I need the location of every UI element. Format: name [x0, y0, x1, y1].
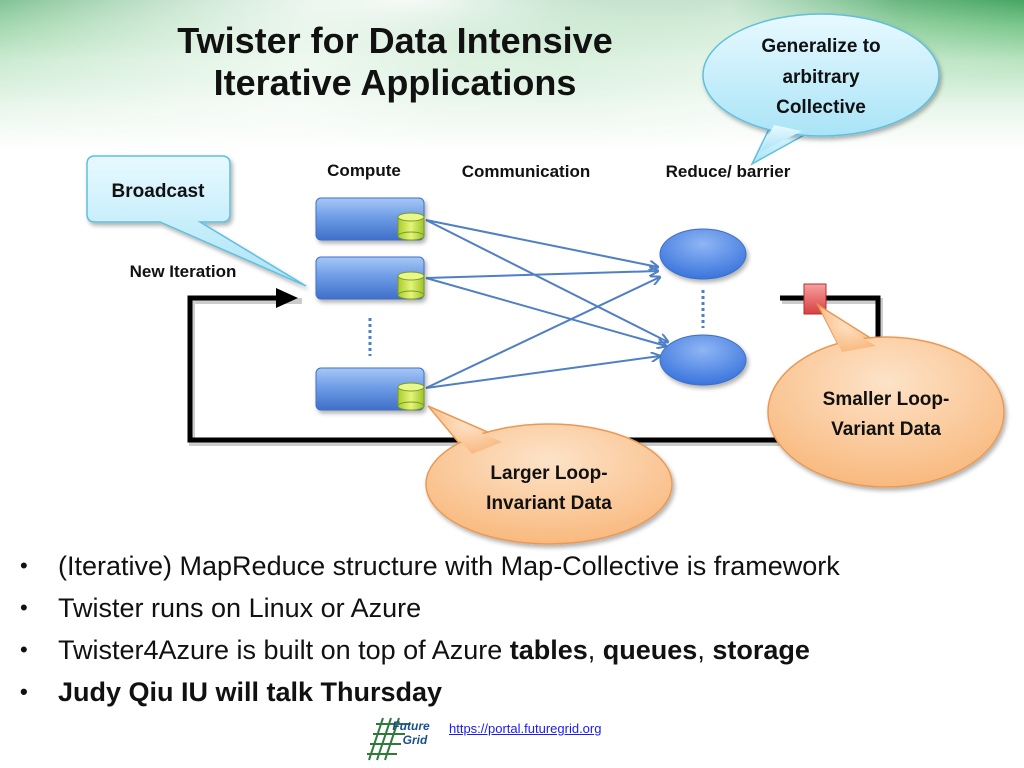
bullet-separator: ,	[697, 635, 713, 665]
bullet-text: (Iterative) MapReduce structure with Map…	[58, 551, 840, 581]
bullet-text: Twister runs on Linux or Azure	[58, 593, 422, 623]
bullet-keyword-storage: storage	[712, 635, 810, 665]
larger-loop-invariant-callout: Larger Loop- Invariant Data	[425, 405, 673, 545]
communication-arrows	[425, 219, 668, 389]
grid-icon	[367, 717, 409, 761]
title-line-2: Iterative Applications	[213, 62, 577, 103]
bullet-dot: •	[20, 637, 28, 662]
reduce-node-2	[659, 334, 747, 386]
larger-line-2: Invariant Data	[486, 493, 612, 514]
data-cylinder-icon	[397, 271, 425, 300]
data-cylinder-icon	[397, 212, 425, 241]
arrow-map1-reduce1	[425, 219, 658, 267]
generalize-line-1: Generalize to	[761, 36, 880, 57]
bullet-text-prefix: Twister4Azure is built on top of Azure	[58, 635, 510, 665]
reduce-node-1	[659, 228, 747, 280]
broadcast-callout: Broadcast	[86, 155, 307, 287]
label-communication: Communication	[462, 162, 590, 181]
slide-title: Twister for Data Intensive Iterative App…	[120, 20, 670, 104]
bullet-dot: •	[20, 595, 28, 620]
arrow-map3-reduce2	[425, 356, 660, 389]
bullet-item: • (Iterative) MapReduce structure with M…	[18, 545, 1024, 587]
data-cylinder-icon	[397, 382, 425, 411]
arrow-map3-reduce1	[425, 277, 660, 389]
loop-arrowhead	[276, 288, 298, 308]
generalize-line-2: arbitrary	[782, 67, 860, 88]
bullet-dot: •	[20, 679, 28, 704]
smaller-line-1: Smaller Loop-	[823, 389, 950, 410]
portal-link[interactable]: https://portal.futuregrid.org	[449, 721, 602, 736]
title-line-1: Twister for Data Intensive	[177, 20, 613, 61]
smaller-loop-variant-callout: Smaller Loop- Variant Data	[767, 302, 1005, 488]
bullet-item: • Twister4Azure is built on top of Azure…	[18, 629, 1024, 671]
generalize-callout: Generalize to arbitrary Collective	[702, 13, 940, 166]
logo-text-grid: Grid	[403, 733, 428, 747]
broadcast-callout-text: Broadcast	[112, 181, 206, 202]
arrow-map1-reduce2	[425, 219, 668, 342]
bullet-item: • Twister runs on Linux or Azure	[18, 587, 1024, 629]
bullet-item: • Judy Qiu IU will talk Thursday	[18, 671, 1024, 713]
bullet-separator: ,	[587, 635, 603, 665]
bullet-keyword-queues: queues	[602, 635, 698, 665]
arrow-map2-reduce1	[425, 271, 658, 279]
bullet-list: • (Iterative) MapReduce structure with M…	[18, 545, 1024, 713]
compute-task-1	[315, 197, 425, 241]
logo-text-future: Future	[392, 719, 430, 733]
label-compute: Compute	[327, 161, 401, 180]
smaller-line-2: Variant Data	[831, 419, 941, 440]
bullet-text: Judy Qiu IU will talk Thursday	[58, 677, 443, 707]
bullet-keyword-tables: tables	[509, 635, 588, 665]
generalize-line-3: Collective	[776, 97, 866, 118]
compute-task-2	[315, 256, 425, 300]
bullet-dot: •	[20, 553, 28, 578]
twister-diagram: Compute Communication Reduce/ barrier Ne…	[86, 13, 1005, 545]
futuregrid-logo: Future Grid	[367, 717, 430, 761]
compute-task-3	[315, 367, 425, 411]
larger-line-1: Larger Loop-	[490, 463, 607, 484]
arrow-map2-reduce2	[425, 277, 666, 346]
label-reduce-barrier: Reduce/ barrier	[666, 162, 791, 181]
label-new-iteration: New Iteration	[130, 262, 237, 281]
